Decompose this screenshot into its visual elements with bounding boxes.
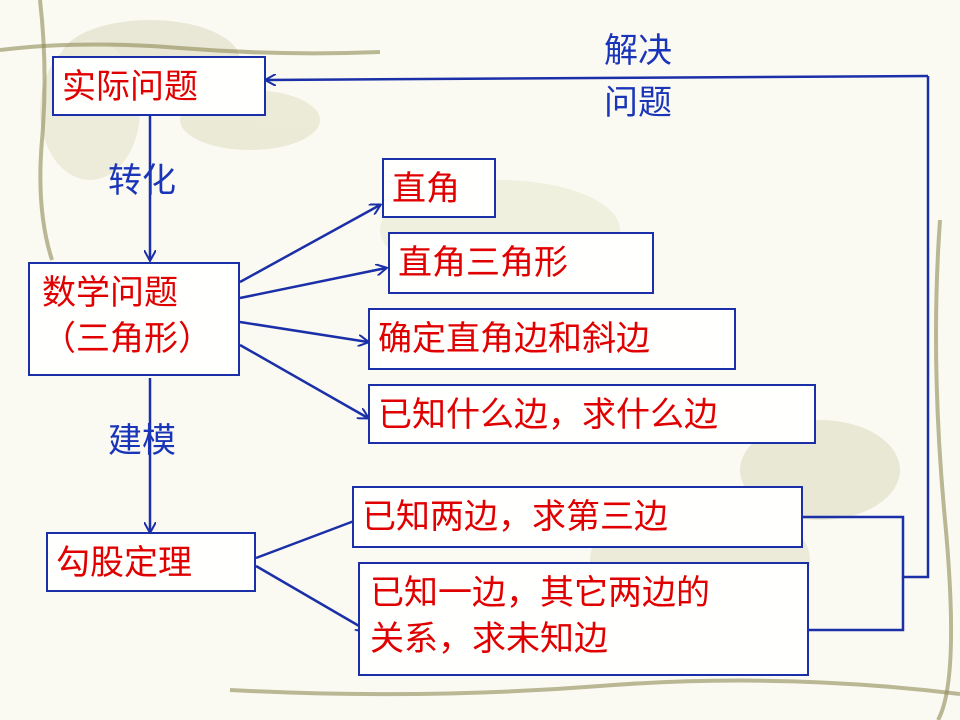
node-one-side-line2: 关系，求未知边 xyxy=(370,619,608,659)
node-right-triangle-label: 直角三角形 xyxy=(398,243,568,283)
node-math-line1: 数学问题 xyxy=(42,273,178,313)
arrow-to-known-find xyxy=(239,343,368,418)
label-solve-line2: 问题 xyxy=(604,83,672,123)
bracket-solve-line xyxy=(803,76,930,579)
node-math-problem: 数学问题 （三角形） xyxy=(28,262,240,376)
node-practical-label: 实际问题 xyxy=(62,67,198,107)
arrow-to-right-triangle xyxy=(239,268,386,300)
node-pythagorean-theorem: 勾股定理 xyxy=(46,532,256,592)
node-two-sides: 已知两边，求第三边 xyxy=(352,486,803,548)
node-math-line2: （三角形） xyxy=(42,319,212,359)
arrow-to-legs-hyp xyxy=(239,320,368,342)
node-known-find: 已知什么边，求什么边 xyxy=(368,384,816,444)
node-one-side: 已知一边，其它两边的 关系，求未知边 xyxy=(358,562,809,676)
node-right-angle: 直角 xyxy=(382,158,496,218)
arrow-to-right-angle xyxy=(239,205,380,284)
node-legs-hypotenuse-label: 确定直角边和斜边 xyxy=(378,319,650,359)
node-pythagorean-label: 勾股定理 xyxy=(56,543,192,583)
arrow-to-one-side xyxy=(255,564,366,630)
node-right-angle-label: 直角 xyxy=(392,169,460,209)
node-one-side-line1: 已知一边，其它两边的 xyxy=(370,573,710,613)
label-model: 建模 xyxy=(108,421,176,461)
arrow-to-two-sides xyxy=(255,515,370,560)
node-practical-problem: 实际问题 xyxy=(52,56,266,116)
bracket-solve-line-lower xyxy=(809,577,905,632)
node-right-triangle: 直角三角形 xyxy=(388,232,654,294)
node-legs-hypotenuse: 确定直角边和斜边 xyxy=(368,308,736,370)
label-convert: 转化 xyxy=(108,161,176,201)
arrow-solve-back xyxy=(266,76,929,80)
label-solve-line1: 解决 xyxy=(604,31,672,71)
node-known-find-label: 已知什么边，求什么边 xyxy=(378,395,718,435)
node-two-sides-label: 已知两边，求第三边 xyxy=(362,497,668,537)
